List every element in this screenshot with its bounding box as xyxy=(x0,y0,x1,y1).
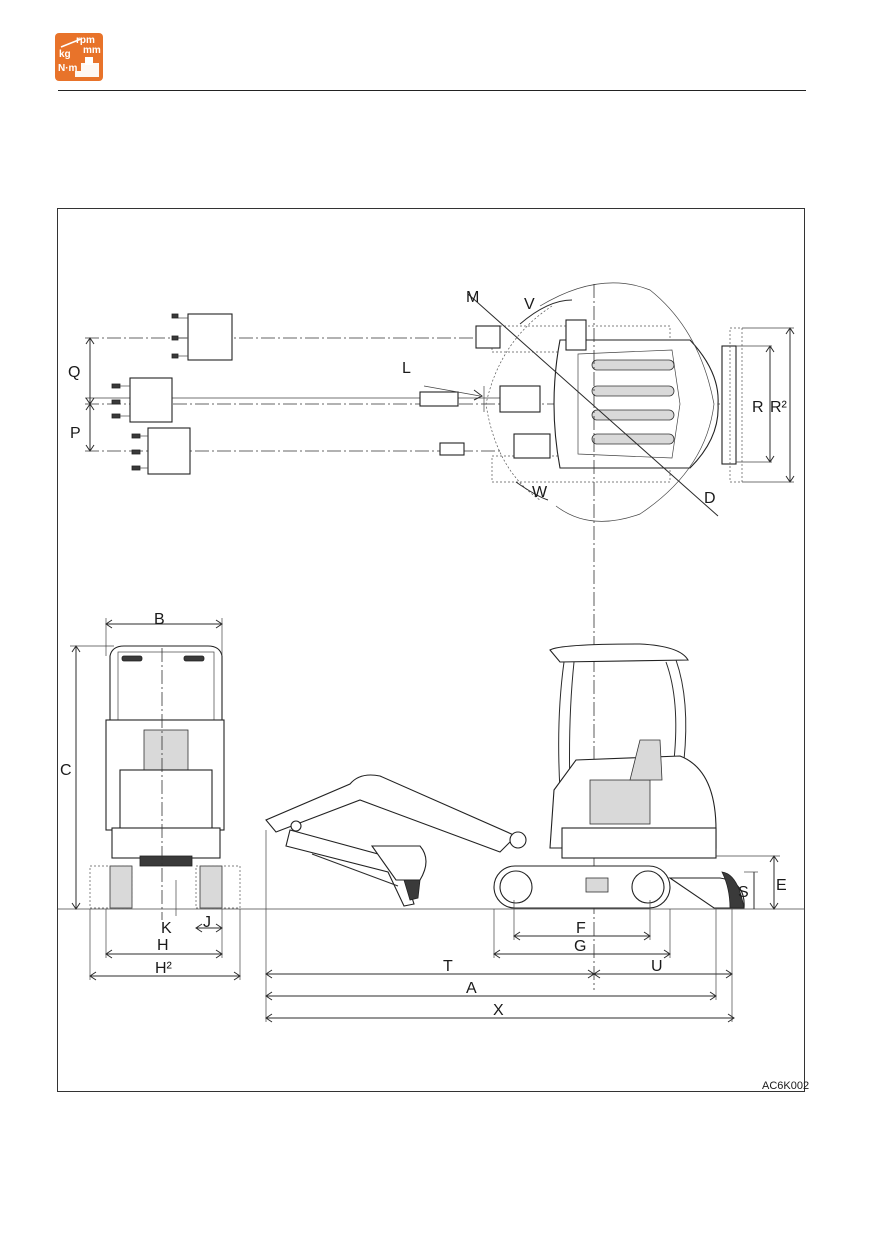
label-T: T xyxy=(443,958,453,975)
label-U: U xyxy=(651,958,663,975)
label-G: G xyxy=(574,938,586,955)
label-H2: H² xyxy=(155,960,173,977)
bucket-upper xyxy=(172,314,232,360)
label-A: A xyxy=(466,980,477,997)
label-V: V xyxy=(524,296,535,313)
label-Q: Q xyxy=(68,364,80,381)
label-F: F xyxy=(576,920,586,937)
label-W: W xyxy=(532,484,548,501)
label-H: H xyxy=(157,937,169,954)
side-view: E S F G T U A X xyxy=(266,644,787,1022)
label-R: R xyxy=(752,399,764,416)
figure-code: AC6K002 xyxy=(762,1080,809,1092)
label-P: P xyxy=(70,425,81,442)
label-K: K xyxy=(161,920,172,937)
label-B: B xyxy=(154,611,165,628)
label-C: C xyxy=(60,762,72,779)
label-R2: R² xyxy=(770,399,788,416)
label-L: L xyxy=(402,360,411,377)
label-X: X xyxy=(493,1002,504,1019)
label-M: M xyxy=(466,289,479,306)
label-S: S xyxy=(738,884,749,901)
label-D: D xyxy=(704,490,716,507)
bucket-center xyxy=(112,378,172,422)
label-E: E xyxy=(776,877,787,894)
front-view: B C K J H H² xyxy=(60,611,240,980)
label-J: J xyxy=(203,914,211,931)
